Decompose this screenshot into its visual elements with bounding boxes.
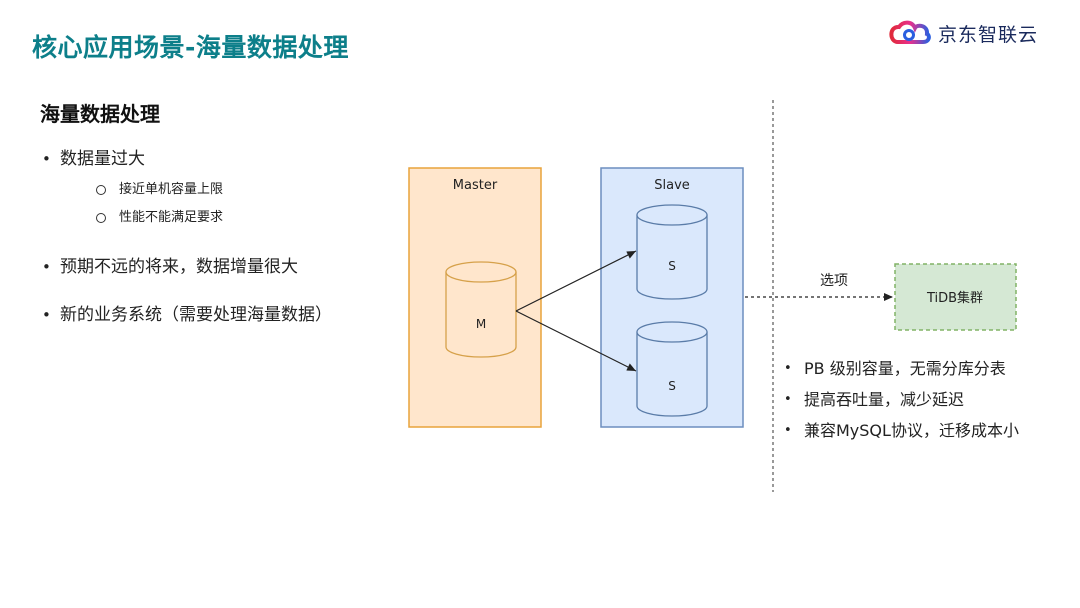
master-label: Master <box>453 178 498 193</box>
brand-logo: 京东智联云 <box>886 18 1038 48</box>
logo-text: 京东智联云 <box>938 23 1039 46</box>
replication-arrow <box>515 310 637 372</box>
bullet-item: 数据量过大 接近单机容量上限 性能不能满足要求 <box>40 146 400 232</box>
slide-title: 核心应用场景-海量数据处理 <box>32 33 349 62</box>
left-bullet-list: 数据量过大 接近单机容量上限 性能不能满足要求 预期不远的将来，数据增量很大 新… <box>40 146 400 328</box>
option-label: 选项 <box>820 273 848 289</box>
bullet-item: 预期不远的将来，数据增量很大 <box>40 254 400 280</box>
section-heading: 海量数据处理 <box>40 102 160 126</box>
bullet-text: 预期不远的将来，数据增量很大 <box>60 257 298 277</box>
cloud-logo-icon <box>889 20 931 44</box>
bullet-text: 数据量过大 <box>60 149 145 169</box>
tidb-cluster-label: TiDB集群 <box>926 290 983 306</box>
benefit-item: PB 级别容量，无需分库分表 <box>782 353 1072 384</box>
slave-label: Slave <box>654 178 690 193</box>
benefit-item: 提高吞吐量，减少延迟 <box>782 384 1072 415</box>
slave-db-label: S <box>668 379 676 393</box>
tidb-cluster-box <box>894 263 1017 331</box>
slave-database-icon <box>636 204 708 300</box>
master-database-icon <box>445 261 517 358</box>
sub-bullet-item: 接近单机容量上限 <box>60 176 400 204</box>
slave-database-icon <box>636 321 708 417</box>
benefit-item: 兼容MySQL协议，迁移成本小 <box>782 415 1072 446</box>
slave-db-label: S <box>668 259 676 273</box>
sub-bullet-list: 接近单机容量上限 性能不能满足要求 <box>60 176 400 232</box>
bullet-text: 新的业务系统（需要处理海量数据） <box>60 305 332 325</box>
sub-bullet-item: 性能不能满足要求 <box>60 204 400 232</box>
benefits-list: PB 级别容量，无需分库分表 提高吞吐量，减少延迟 兼容MySQL协议，迁移成本… <box>782 353 1072 446</box>
replication-arrow <box>515 250 637 312</box>
bullet-item: 新的业务系统（需要处理海量数据） <box>40 302 400 328</box>
master-db-label: M <box>476 317 486 331</box>
